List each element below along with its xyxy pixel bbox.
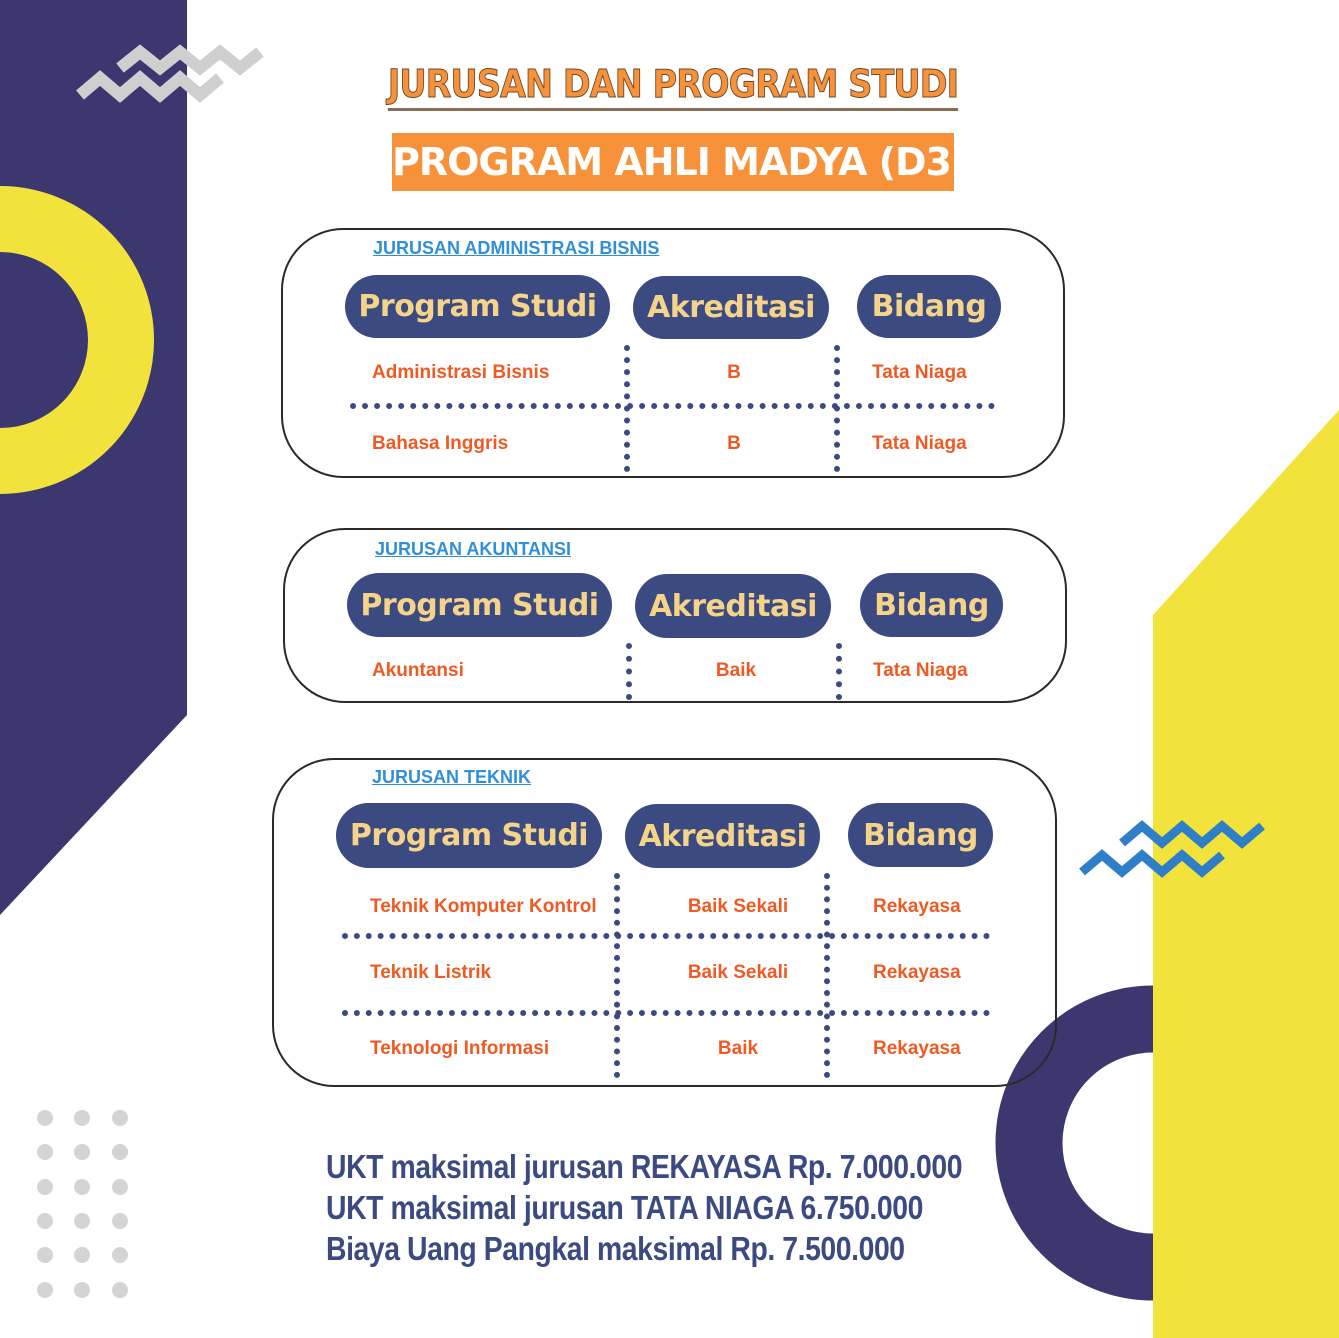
column-divider	[626, 643, 632, 700]
header-akreditasi: Akreditasi	[633, 276, 829, 339]
department-title: JURUSAN TEKNIK	[372, 767, 532, 787]
header-program-studi: Program Studi	[347, 573, 612, 637]
header-bidang: Bidang	[857, 275, 1001, 338]
dot	[112, 1282, 128, 1298]
dot	[112, 1179, 128, 1195]
dot	[112, 1213, 128, 1229]
blue-zigzag-icon	[1119, 820, 1265, 849]
dot	[74, 1247, 90, 1263]
footer-line: UKT maksimal jurusan REKAYASA Rp. 7.000.…	[326, 1148, 963, 1185]
akreditasi-cell: B	[727, 433, 741, 454]
department-title: JURUSAN ADMINISTRASI BISNIS	[373, 238, 660, 258]
akreditasi-cell: Baik Sekali	[687, 896, 789, 917]
header-akreditasi: Akreditasi	[625, 804, 820, 868]
akreditasi-cell: Baik	[715, 660, 757, 681]
header-akreditasi: Akreditasi	[635, 574, 831, 638]
dot	[37, 1213, 53, 1229]
bidang-cell: Tata Niaga	[873, 660, 968, 681]
gray-zigzag-icon	[76, 70, 224, 103]
dot	[37, 1282, 53, 1298]
header-program-studi: Program Studi	[345, 275, 610, 338]
column-divider	[614, 873, 620, 1078]
row-divider	[350, 403, 995, 409]
header-program-studi: Program Studi	[336, 803, 602, 868]
yellow-band	[1153, 410, 1339, 1338]
bidang-cell: Tata Niaga	[872, 433, 967, 454]
dot	[112, 1110, 128, 1126]
department-title: JURUSAN AKUNTANSI	[375, 539, 572, 559]
dot	[74, 1282, 90, 1298]
row-divider	[342, 1010, 990, 1016]
department-box	[283, 528, 1067, 703]
navy-ring	[995, 985, 1153, 1301]
department-box	[281, 228, 1065, 478]
column-divider	[836, 643, 842, 700]
akreditasi-cell: Baik	[717, 1038, 759, 1059]
dot	[74, 1179, 90, 1195]
bidang-cell: Rekayasa	[873, 1038, 961, 1059]
blue-zigzag-icon	[1079, 849, 1225, 878]
footer-line: Biaya Uang Pangkal maksimal Rp. 7.500.00…	[326, 1230, 905, 1267]
program-studi-cell: Bahasa Inggris	[372, 433, 509, 454]
dot	[74, 1110, 90, 1126]
dot	[37, 1247, 53, 1263]
dot	[37, 1179, 53, 1195]
dot	[37, 1144, 53, 1160]
dot	[37, 1110, 53, 1126]
department-box	[272, 758, 1057, 1087]
page-subtitle: PROGRAM AHLI MADYA (D3)	[392, 133, 968, 191]
header-bidang: Bidang	[860, 573, 1003, 637]
dot	[112, 1247, 128, 1263]
akreditasi-cell: Baik Sekali	[687, 962, 789, 983]
dot	[74, 1144, 90, 1160]
page-title: JURUSAN DAN PROGRAM STUDI	[387, 62, 959, 111]
program-studi-cell: Teknologi Informasi	[370, 1038, 550, 1059]
dot-grid	[37, 1110, 128, 1298]
program-studi-cell: Akuntansi	[372, 660, 464, 681]
program-studi-cell: Teknik Listrik	[370, 962, 492, 983]
yellow-ring	[0, 186, 154, 494]
gray-zigzag-icon	[116, 44, 264, 76]
footer-line: UKT maksimal jurusan TATA NIAGA 6.750.00…	[326, 1189, 923, 1226]
dot	[74, 1213, 90, 1229]
bidang-cell: Tata Niaga	[872, 362, 967, 383]
bidang-cell: Rekayasa	[873, 896, 961, 917]
column-divider	[824, 873, 830, 1078]
program-studi-cell: Teknik Komputer Kontrol	[370, 896, 597, 917]
dot	[112, 1144, 128, 1160]
row-divider	[342, 933, 990, 939]
header-bidang: Bidang	[848, 803, 993, 867]
program-studi-cell: Administrasi Bisnis	[372, 362, 550, 383]
bidang-cell: Rekayasa	[873, 962, 961, 983]
akreditasi-cell: B	[727, 362, 741, 383]
